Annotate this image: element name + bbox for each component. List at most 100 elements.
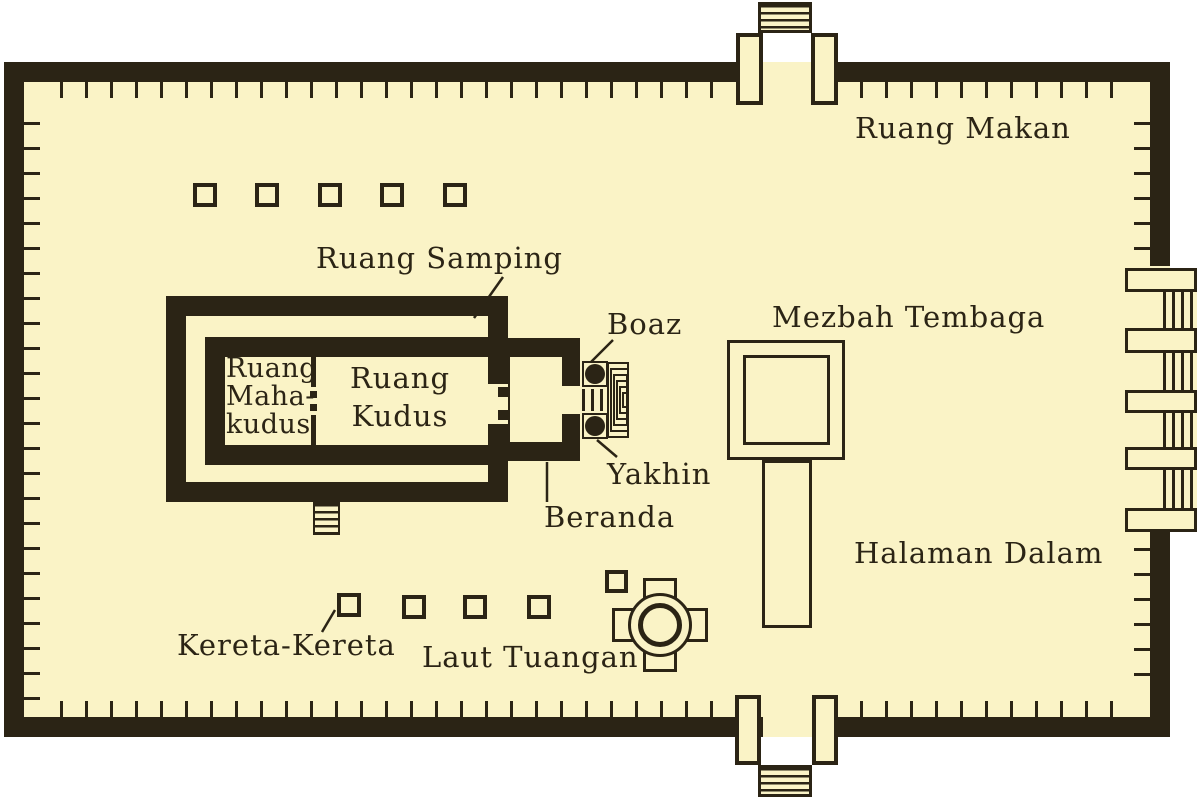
wall-tick — [110, 82, 113, 98]
holy-divider-wall-bottom — [311, 415, 316, 445]
label-mahakudus-line1: Ruang — [226, 353, 317, 384]
temple-door-post-bottom — [498, 410, 508, 420]
east-chamber-1 — [1125, 268, 1197, 292]
sea-basin-inner — [638, 603, 682, 647]
wall-tick — [24, 222, 40, 225]
sea-side-square — [605, 570, 628, 593]
wall-tick — [660, 701, 663, 717]
north-gate-room-right — [811, 33, 838, 105]
wall-tick — [24, 572, 40, 575]
wall-tick — [1134, 172, 1150, 175]
wall-tick — [910, 701, 913, 717]
wall-tick — [1134, 673, 1150, 676]
wall-tick — [860, 701, 863, 717]
wall-tick — [1134, 548, 1150, 551]
holy-divider-post-top — [310, 391, 317, 398]
wall-tick — [335, 701, 338, 717]
wall-tick — [24, 422, 40, 425]
wall-tick — [910, 82, 913, 98]
wall-tick — [535, 82, 538, 98]
wall-tick — [585, 82, 588, 98]
label-mezbah-tembaga: Mezbah Tembaga — [772, 300, 1046, 334]
wall-tick — [1035, 82, 1038, 98]
wall-tick — [85, 82, 88, 98]
wall-tick — [24, 597, 40, 600]
wall-tick — [960, 82, 963, 98]
wall-tick — [285, 82, 288, 98]
wall-tick — [24, 322, 40, 325]
wall-tick — [24, 297, 40, 300]
wall-tick — [860, 82, 863, 98]
laver-square — [255, 183, 279, 207]
wall-tick — [410, 701, 413, 717]
porch-east-opening — [562, 386, 580, 414]
wall-tick — [1035, 701, 1038, 717]
east-chamber-steps-2 — [1163, 353, 1197, 390]
wall-tick — [435, 701, 438, 717]
wall-tick — [24, 347, 40, 350]
wall-tick — [24, 272, 40, 275]
wall-tick — [24, 397, 40, 400]
laver-square — [380, 183, 404, 207]
wall-tick — [1010, 701, 1013, 717]
wall-tick — [410, 82, 413, 98]
wall-tick — [610, 82, 613, 98]
entry-stair-ring-2 — [610, 368, 629, 432]
wall-tick — [235, 701, 238, 717]
altar-inner — [743, 355, 830, 445]
temple-south-steps — [313, 502, 340, 535]
wall-tick — [935, 82, 938, 98]
wall-tick — [1085, 82, 1088, 98]
east-chamber-5 — [1125, 508, 1197, 532]
cart-square — [527, 595, 551, 619]
porch-interior — [510, 357, 562, 442]
wall-tick — [360, 82, 363, 98]
wall-tick — [485, 701, 488, 717]
label-laut-tuangan: Laut Tuangan — [422, 640, 639, 674]
wall-tick — [660, 82, 663, 98]
wall-tick — [985, 701, 988, 717]
wall-tick — [1110, 82, 1113, 98]
wall-tick — [935, 701, 938, 717]
wall-tick — [885, 701, 888, 717]
laver-square — [193, 183, 217, 207]
label-kudus-line2: Kudus — [351, 399, 449, 433]
wall-tick — [510, 82, 513, 98]
wall-tick — [1134, 623, 1150, 626]
wall-tick — [1134, 573, 1150, 576]
wall-tick — [360, 701, 363, 717]
porch-entry-steps — [582, 389, 606, 411]
label-ruang-mahakudus: Ruang Maha- kudus — [226, 355, 317, 439]
wall-tick — [24, 197, 40, 200]
wall-tick — [1134, 247, 1150, 250]
south-gate-passage — [763, 717, 812, 737]
wall-tick — [460, 82, 463, 98]
laver-square — [318, 183, 342, 207]
south-gate-steps — [758, 765, 812, 797]
wall-tick — [310, 82, 313, 98]
wall-tick — [885, 82, 888, 98]
wall-tick — [24, 122, 40, 125]
wall-tick — [435, 82, 438, 98]
wall-tick — [24, 697, 40, 700]
label-mahakudus-line2: Maha- — [226, 381, 315, 412]
wall-tick — [1134, 222, 1150, 225]
wall-tick — [685, 82, 688, 98]
label-mahakudus-line3: kudus — [226, 409, 311, 440]
wall-tick — [24, 672, 40, 675]
wall-tick — [535, 701, 538, 717]
wall-tick — [335, 82, 338, 98]
wall-tick — [135, 82, 138, 98]
south-gate-room-left — [735, 695, 761, 765]
wall-tick — [210, 82, 213, 98]
wall-tick — [210, 701, 213, 717]
label-halaman-dalam: Halaman Dalam — [854, 536, 1104, 570]
wall-tick — [310, 701, 313, 717]
wall-tick — [485, 82, 488, 98]
wall-tick — [260, 701, 263, 717]
label-ruang-kudus: Ruang Kudus — [330, 359, 470, 435]
east-chamber-steps-4 — [1163, 470, 1197, 508]
wall-tick — [1085, 701, 1088, 717]
